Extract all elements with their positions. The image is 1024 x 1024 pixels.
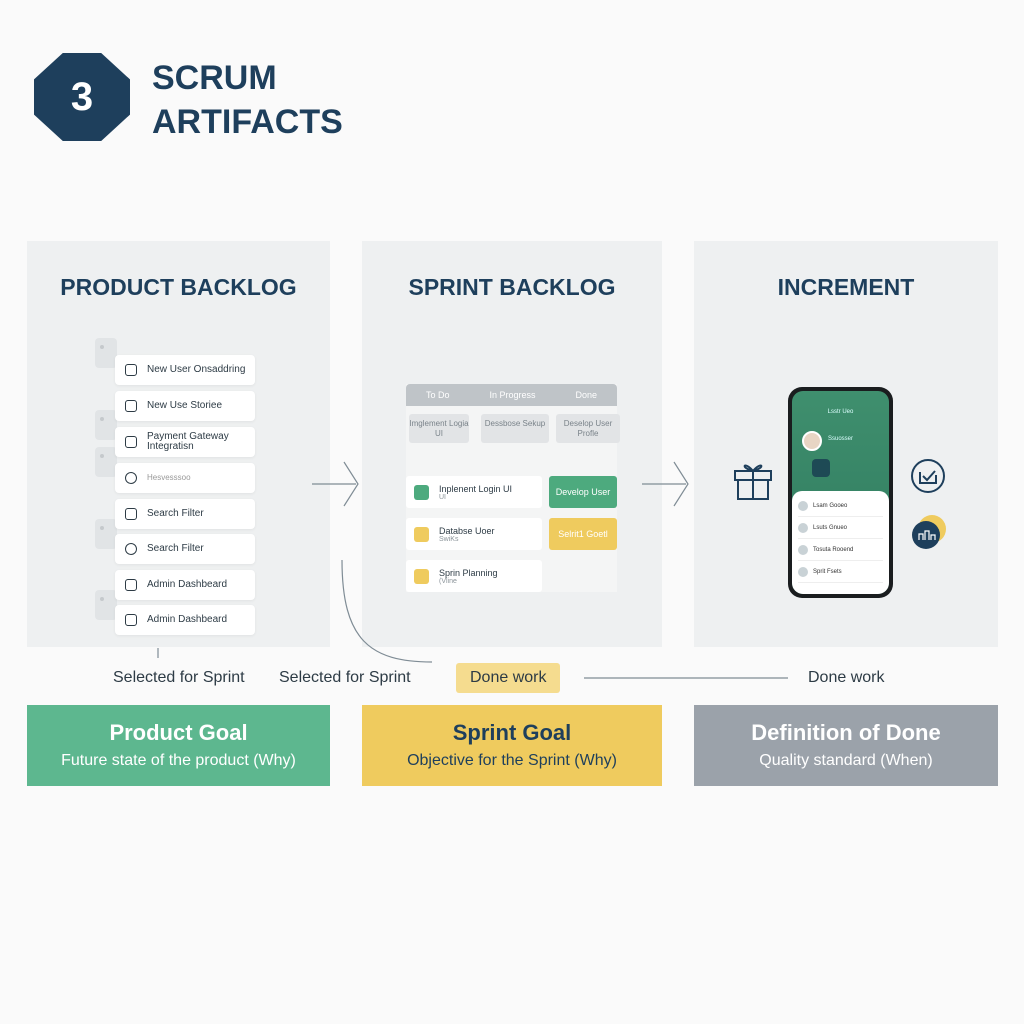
backlog-tab <box>95 447 117 477</box>
backlog-tab <box>95 590 117 620</box>
board-card[interactable]: Dessbose Sekup <box>481 414 549 443</box>
app-icon <box>812 459 830 477</box>
item-label: Payment Gateway Integratisn <box>147 431 229 452</box>
flow-label: Selected for Sprint <box>279 669 411 686</box>
backlog-item[interactable]: Payment Gateway Integratisn <box>115 427 255 457</box>
step-number: 3 <box>70 74 94 119</box>
clipboard-icon <box>125 364 137 376</box>
backlog-item[interactable]: Search Filter <box>115 499 255 529</box>
backlog-tab <box>95 410 117 440</box>
done-card[interactable]: Develop User <box>549 476 617 508</box>
item-label: Admin Dashbeard <box>147 579 228 590</box>
product-backlog-title: PRODUCT BACKLOG <box>60 274 297 300</box>
task-card[interactable]: Sprin Planning(Vline <box>406 560 542 592</box>
task-title: Inplenent Login UI <box>439 483 513 494</box>
list-label: Tosuta Rooend <box>813 546 854 553</box>
task-sub: (Vline <box>439 577 457 585</box>
title-line-2: ARTIFACTS <box>152 103 343 141</box>
home-icon <box>125 508 137 520</box>
backlog-item[interactable]: New Use Storiee <box>115 391 255 421</box>
phone-mockup: Lsstr Ueo Ssuosser Lsam Gooeo Lsuts Gnue… <box>788 387 893 598</box>
list-label: Lsuts Gnueo <box>813 524 848 531</box>
phone-list-item[interactable]: Tosuta Rooend <box>798 539 883 561</box>
profile-name: Ssuosser <box>828 436 854 442</box>
backlog-tab <box>95 338 117 368</box>
backlog-item[interactable]: Admin Dashbeard <box>115 605 255 635</box>
arrow-right-icon <box>642 461 689 507</box>
task-title: Databse Uoer <box>439 525 495 536</box>
board-card[interactable]: Imglement Logia UI <box>409 414 469 443</box>
goal-desc: Objective for the Sprint (Why) <box>407 752 617 769</box>
title-line-1: SCRUM <box>152 59 277 97</box>
phone-screen: Lsstr Ueo Ssuosser Lsam Gooeo Lsuts Gnue… <box>792 391 889 594</box>
avatar <box>802 431 822 451</box>
page-title: SCRUM ARTIFACTS <box>152 56 343 144</box>
step-number-badge: 3 <box>34 53 130 141</box>
list-label: Sprit Fsets <box>813 568 842 575</box>
board-card[interactable]: Deselop User Profle <box>556 414 620 443</box>
board-header: To Do In Progress Done <box>406 384 617 406</box>
goal-title: Product Goal <box>109 720 248 745</box>
column-done: Done <box>575 390 597 400</box>
inbox-check-icon <box>911 459 945 493</box>
dashboard-icon <box>125 579 137 591</box>
backlog-tab <box>95 519 117 549</box>
goal-desc: Future state of the product (Why) <box>61 752 296 769</box>
list-label: Lsam Gooeo <box>813 502 848 509</box>
task-icon <box>414 484 429 500</box>
flow-label: Done work <box>808 669 885 686</box>
clipboard-icon <box>125 436 137 448</box>
arrow-right-icon <box>312 461 359 507</box>
task-title: Sprin Planning <box>439 567 498 578</box>
phone-list: Lsam Gooeo Lsuts Gnueo Tosuta Rooend Spr… <box>792 491 889 594</box>
info-icon <box>125 472 137 484</box>
column-in-progress: In Progress <box>489 390 536 400</box>
column-todo: To Do <box>425 390 450 400</box>
phone-header: Lsstr Ueo <box>827 409 854 415</box>
increment-title: INCREMENT <box>777 274 915 300</box>
flow-label: Selected for Sprint <box>113 669 245 686</box>
goal-title: Sprint Goal <box>452 720 572 745</box>
phone-list-item[interactable]: Lsuts Gnueo <box>798 517 883 539</box>
item-label: Search Filter <box>147 508 204 519</box>
backlog-item[interactable]: Hesvesssoo <box>115 463 255 493</box>
goal-title: Definition of Done <box>751 720 941 745</box>
item-label: Search Filter <box>147 543 204 554</box>
backlog-item[interactable]: Search Filter <box>115 534 255 564</box>
phone-list-item[interactable]: Lsam Gooeo <box>798 495 883 517</box>
backlog-item[interactable]: Admin Dashbeard <box>115 570 255 600</box>
flow-label-highlight: Done work <box>456 663 561 693</box>
item-label: Hesvesssoo <box>147 473 191 482</box>
task-sub: UI <box>439 493 446 501</box>
task-sub: SwiKs <box>439 535 459 543</box>
task-icon <box>414 568 429 584</box>
done-card[interactable]: Selrit1 Goetl <box>549 518 617 550</box>
gift-icon <box>734 464 772 500</box>
backlog-item[interactable]: New User Onsaddring <box>115 355 255 385</box>
task-icon <box>414 526 429 542</box>
sprint-backlog-title: SPRINT BACKLOG <box>408 274 616 300</box>
award-icon <box>125 543 137 555</box>
item-label: New User Onsaddring <box>147 364 246 375</box>
item-label: Admin Dashbeard <box>147 614 228 625</box>
grid-icon <box>125 400 137 412</box>
team-icon <box>912 515 946 549</box>
item-label: New Use Storiee <box>147 400 223 411</box>
goal-desc: Quality standard (When) <box>759 752 933 769</box>
check-box-icon <box>125 614 137 626</box>
phone-list-item[interactable]: Sprit Fsets <box>798 561 883 583</box>
